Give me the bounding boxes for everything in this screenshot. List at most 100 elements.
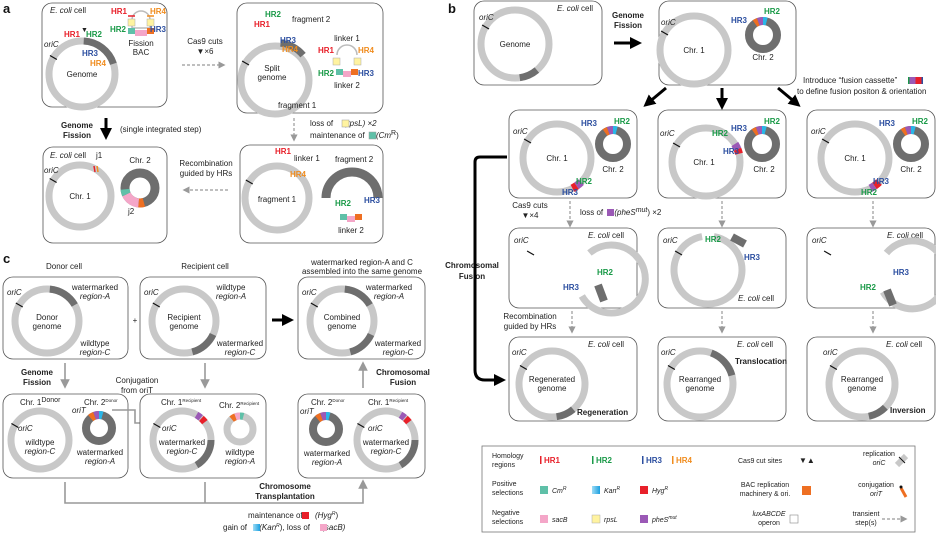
svg-text:oriC: oriC [663,236,678,245]
svg-text:HygR: HygR [652,486,668,495]
split-genome-ring [237,42,313,118]
svg-text:HR2: HR2 [86,30,103,39]
svg-text:operon: operon [758,520,780,527]
svg-text:oriC: oriC [811,127,826,136]
svg-text:Chr. 2Recipient: Chr. 2Recipient [219,401,260,410]
hyg-maintenance-note: maintenance of (HygR) [248,511,338,520]
svg-text:E. coli cell: E. coli cell [50,6,86,15]
svg-text:genome: genome [538,384,567,393]
svg-text:Chr. 1Recipient: Chr. 1Recipient [368,398,409,407]
c-recipient-fission-cell: Chr. 1Recipient oriC watermarked region-… [139,393,267,479]
b-recomb-cell-1: E. coli cell oriC HR2 HR3 [508,227,649,317]
b-cassette-cell-2: oriC Chr. 1 HR2 HR3 HR3 HR2 Chr. 2 [657,109,787,200]
svg-text:region-C: region-C [25,447,56,456]
svg-text:HR2: HR2 [705,235,722,244]
svg-text:conjugation: conjugation [858,482,894,489]
svg-text:Rearranged: Rearranged [841,375,883,384]
svg-text:HR3: HR3 [893,268,910,277]
svg-text:▼▲: ▼▲ [799,456,815,465]
svg-text:replication: replication [863,451,895,458]
svg-text:Chromosomal: Chromosomal [376,368,430,377]
svg-text:HR3: HR3 [364,196,381,205]
svg-text:region-A: region-A [80,292,110,301]
svg-text:HR3: HR3 [280,36,297,45]
svg-text:HR2: HR2 [712,129,729,138]
svg-text:Positive: Positive [492,481,517,488]
svg-text:genome: genome [170,322,199,331]
svg-text:genome: genome [258,73,287,82]
svg-text:Genome: Genome [21,368,54,377]
svg-text:HR4: HR4 [358,46,375,55]
svg-text:Conjugation: Conjugation [116,376,159,385]
svg-text:HR3: HR3 [873,177,890,186]
svg-text:HR4: HR4 [676,456,693,465]
svg-text:HR4: HR4 [282,45,299,54]
svg-text:wildtype: wildtype [225,448,255,457]
svg-text:E. coli cell: E. coli cell [886,340,922,349]
genome-segment [83,37,117,66]
svg-text:Recombination: Recombination [503,312,556,321]
svg-text:Rearranged: Rearranged [679,375,721,384]
svg-text:Negative: Negative [492,510,520,517]
svg-text:HR1: HR1 [254,20,271,29]
svg-text:oriC: oriC [479,13,494,22]
a-fission-result-cell: E. coli cell oriC Chr. 1 j1 Chr. 2 j2 [42,146,168,244]
svg-text:HR2: HR2 [860,283,877,292]
svg-text:watermarked: watermarked [76,448,123,457]
svg-text:oriC: oriC [812,236,827,245]
svg-text:Genome: Genome [500,40,531,49]
genome-ring [45,37,119,111]
kan-sacb-note: gain of (KanR), loss of (sacB) [223,523,346,532]
svg-text:Chromosome: Chromosome [259,482,311,491]
svg-text:Chr. 1: Chr. 1 [683,46,705,55]
svg-text:HR2: HR2 [912,117,929,126]
fusion-cassette-note: Introduce “fusion cassette” [803,76,898,85]
fusion-cassette-icon [908,77,923,84]
svg-text:wildtype: wildtype [80,339,110,348]
svg-text:pheSmut: pheSmut [651,515,677,524]
svg-text:HR3: HR3 [581,119,598,128]
svg-text:watermarked: watermarked [216,339,263,348]
svg-text:oriC: oriC [660,129,675,138]
svg-text:Combined: Combined [324,313,360,322]
svg-text:oriC: oriC [368,424,383,433]
svg-text:genome: genome [686,384,715,393]
svg-text:Chr. 2: Chr. 2 [753,165,775,174]
svg-text:Cas9 cuts: Cas9 cuts [512,201,548,210]
svg-text:Transplantation: Transplantation [255,492,315,501]
svg-text:region-C: region-C [225,348,256,357]
cas9-cuts-label: Cas9 cuts [187,37,223,46]
svg-text:genome: genome [328,322,357,331]
svg-text:j1: j1 [95,151,103,160]
svg-text:sacB: sacB [552,517,568,524]
c-transplant-cell: Chr. 2Donor oriT watermarked region-A Ch… [297,393,426,479]
svg-text:region-A: region-A [85,457,115,466]
conjugation-label: from oriT [121,386,153,395]
svg-text:luxABCDE: luxABCDE [752,511,785,518]
rpsl-loss-note: loss of (rpsL) ×2 [310,119,377,128]
svg-text:region-A: region-A [374,292,404,301]
svg-text:CmR: CmR [552,486,567,495]
svg-text:Fusion: Fusion [459,272,485,281]
svg-text:fragment 2: fragment 2 [292,15,331,24]
b-cassette-cell-1: oriC Chr. 1 HR2 HR3 HR3 HR2 Chr. 2 [508,109,638,199]
svg-text:Chr. 1Recipient: Chr. 1Recipient [161,398,202,407]
svg-text:HR1: HR1 [544,456,561,465]
panel-label-b: b [448,1,456,16]
svg-text:E. coli cell: E. coli cell [557,4,593,13]
svg-text:oriT: oriT [72,406,87,415]
transplantation-bracket [64,479,368,504]
svg-text:Chr. 2: Chr. 2 [602,165,624,174]
svg-text:HR2: HR2 [764,7,781,16]
c-combined-cell: oriC Combined genome watermarked region-… [297,276,426,360]
svg-text:oriC: oriC [162,424,177,433]
svg-text:HR3: HR3 [723,147,740,156]
svg-text:Fission: Fission [63,131,91,140]
svg-text:HR2: HR2 [614,117,631,126]
svg-text:▼×6: ▼×6 [196,47,214,56]
fusion-arrow [473,155,507,386]
svg-text:Regeneration: Regeneration [577,408,628,417]
svg-text:Genome: Genome [612,11,645,20]
svg-text:HR2: HR2 [596,456,613,465]
